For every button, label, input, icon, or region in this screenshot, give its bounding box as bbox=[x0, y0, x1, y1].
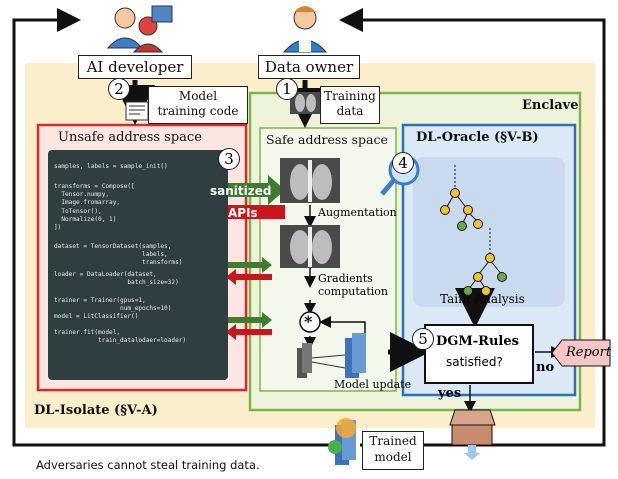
step-4-badge: 4 bbox=[392, 152, 414, 174]
asterisk-label: * bbox=[304, 312, 313, 331]
unsafe-space-title: Unsafe address space bbox=[58, 130, 202, 145]
taint-graph-panel bbox=[413, 157, 565, 307]
code-block-dataset: dataset = TensorDataset(samples, labels,… bbox=[54, 243, 183, 267]
code-line-sample-init: samples, labels = sample_init() bbox=[54, 163, 168, 170]
training-data-label: Training data bbox=[320, 86, 380, 124]
code-document-icon bbox=[125, 101, 149, 121]
dgm-rules-title: DGM-Rules bbox=[436, 334, 519, 349]
ai-developer-avatar bbox=[106, 5, 173, 53]
apis-arrow bbox=[195, 197, 285, 227]
model-update-label: Model update bbox=[334, 378, 412, 391]
sanitized-label: sanitized bbox=[210, 184, 272, 198]
enclave-title: Enclave bbox=[522, 98, 579, 113]
step-3-badge: 3 bbox=[218, 148, 240, 170]
xray-gradients bbox=[280, 225, 340, 268]
data-owner-label: Data owner bbox=[258, 55, 360, 79]
dl-oracle-title: DL-Oracle (§V-B) bbox=[416, 130, 539, 145]
trained-model-icon bbox=[328, 418, 356, 465]
xray-augmentation bbox=[280, 158, 340, 203]
no-label: no bbox=[536, 360, 555, 375]
dgm-rules-question: satisfied? bbox=[446, 355, 503, 369]
dgm-rules-box bbox=[424, 324, 534, 384]
apis-label: APIs bbox=[228, 206, 258, 220]
model-training-code-label: Model training code bbox=[148, 86, 248, 124]
outer-loop-line bbox=[12, 8, 330, 447]
model-network-icon bbox=[297, 333, 366, 378]
step-5-badge: 5 bbox=[412, 328, 434, 350]
code-block-transforms: transforms = Compose([ Tensor.numpy, Ima… bbox=[54, 183, 135, 232]
augmentation-label: Augmentation bbox=[318, 206, 397, 219]
report-box bbox=[551, 339, 611, 367]
taint-graph bbox=[440, 165, 507, 296]
code-panel bbox=[48, 150, 228, 380]
taint-analysis-label: Taint Analysis bbox=[440, 292, 525, 306]
xray-training-data bbox=[290, 92, 320, 114]
step-1-badge: 1 bbox=[276, 78, 298, 100]
safe-space-title: Safe address space bbox=[266, 132, 388, 147]
ai-developer-label: AI developer bbox=[78, 55, 192, 79]
code-block-fit: trainer.fit(model, train_datalodaer=load… bbox=[54, 329, 187, 345]
sanitized-arrow bbox=[205, 175, 285, 205]
code-block-trainer: trainer = Trainer(gpus=1, num_epochs=10)… bbox=[54, 297, 172, 321]
gradients-label: Gradients computation bbox=[318, 272, 388, 298]
yes-label: yes bbox=[438, 386, 462, 401]
dl-isolate-title: DL-Isolate (§V-A) bbox=[34, 403, 158, 418]
trained-model-label: Trained model bbox=[362, 431, 424, 470]
package-icon bbox=[449, 409, 496, 460]
step-2-badge: 2 bbox=[108, 78, 130, 100]
data-owner-avatar bbox=[282, 6, 328, 53]
code-block-loader: loader = DataLoader(dataset, batch_size=… bbox=[54, 271, 179, 287]
report-label: Report bbox=[566, 345, 612, 360]
footer-caption: Adversaries cannot steal training data. bbox=[36, 458, 260, 472]
